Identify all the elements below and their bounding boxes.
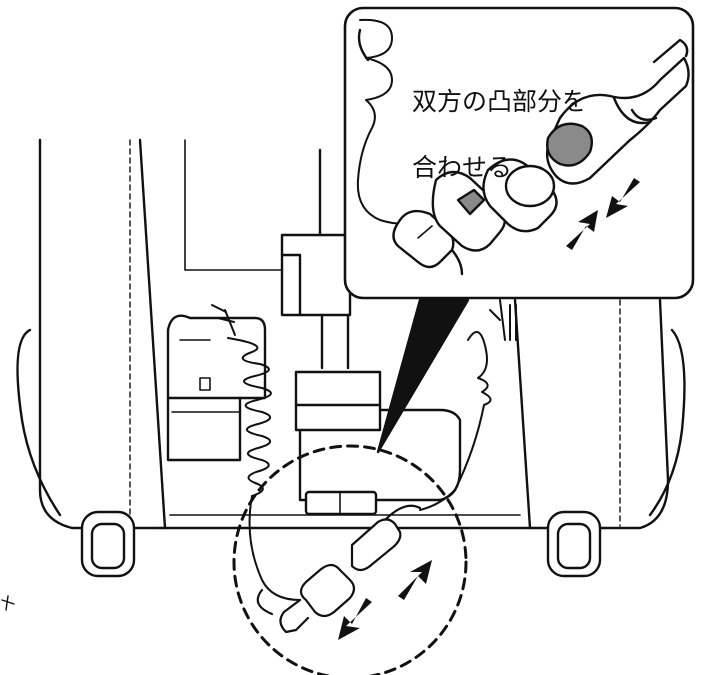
cart-left-panel <box>16 138 167 530</box>
callout-instruction: 双方の凸部分を 合わせる <box>412 52 612 217</box>
callout-box <box>343 6 695 300</box>
left-device <box>166 314 267 462</box>
callout-line-2: 合わせる <box>412 153 513 182</box>
callout-line-1: 双方の凸部分を <box>412 87 588 116</box>
central-column <box>280 148 382 432</box>
left-wheel <box>80 510 136 578</box>
lower-arrows <box>338 560 432 640</box>
coiled-cable-right <box>419 299 517 511</box>
lower-connector-pair <box>256 504 422 634</box>
highlight-circle <box>232 444 468 675</box>
callout-pointer <box>376 298 470 454</box>
coiled-cable-left <box>211 304 301 601</box>
callout-arrows <box>566 178 640 250</box>
right-wheel <box>546 510 602 578</box>
cart-right-panel <box>513 298 686 530</box>
